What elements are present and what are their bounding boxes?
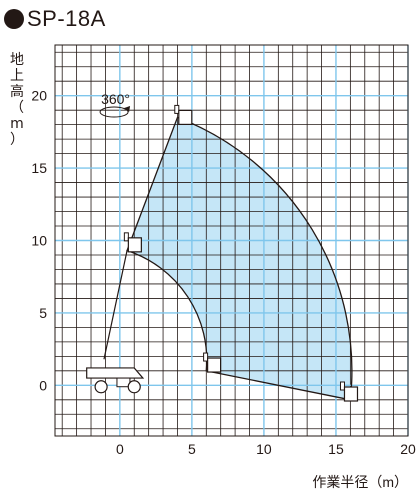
platform-basket [207, 357, 222, 373]
platform-basket [127, 237, 142, 253]
y-tick-label: 15 [31, 160, 47, 176]
y-axis-label-char: ） [10, 132, 24, 148]
working-envelope-fill [127, 117, 352, 400]
platform-rail [174, 104, 180, 114]
x-tick-label: 0 [116, 441, 124, 457]
y-tick-label: 20 [31, 88, 47, 104]
platform-basket [343, 386, 359, 402]
platform-rail [339, 381, 345, 391]
y-axis-label-char: （ [10, 100, 24, 116]
y-axis-label-char: 上 [10, 68, 24, 84]
machine-wheel [127, 380, 141, 394]
chart-title: SP-18A [4, 4, 106, 34]
working-envelope-outline [126, 116, 353, 401]
rotation-label: 360° [101, 91, 130, 107]
y-tick-label: 0 [39, 377, 47, 393]
y-axis-label-char: 地 [10, 52, 24, 68]
platform-rail [123, 232, 129, 242]
y-tick-label: 10 [31, 233, 47, 249]
x-tick-label: 5 [188, 441, 196, 457]
bullet-icon [4, 9, 24, 29]
x-tick-label: 10 [256, 441, 272, 457]
machine-wheel [94, 380, 108, 394]
y-axis-label: 地上高（m） [8, 52, 26, 148]
y-axis-label-char: 高 [10, 84, 24, 100]
rotation-arrow-icon [99, 106, 129, 118]
y-axis-label-char: m [10, 116, 24, 132]
x-tick-label: 20 [400, 441, 416, 457]
platform-rail [203, 352, 209, 362]
boom-line [103, 250, 128, 360]
rotation-arrowhead-icon [124, 106, 131, 113]
plot-border [54, 44, 409, 437]
x-tick-label: 15 [328, 441, 344, 457]
platform-basket [178, 109, 193, 126]
y-tick-label: 5 [39, 305, 47, 321]
chart-title-text: SP-18A [27, 6, 106, 31]
x-axis-label: 作業半径（m） [312, 474, 408, 490]
machine-body [86, 367, 145, 379]
